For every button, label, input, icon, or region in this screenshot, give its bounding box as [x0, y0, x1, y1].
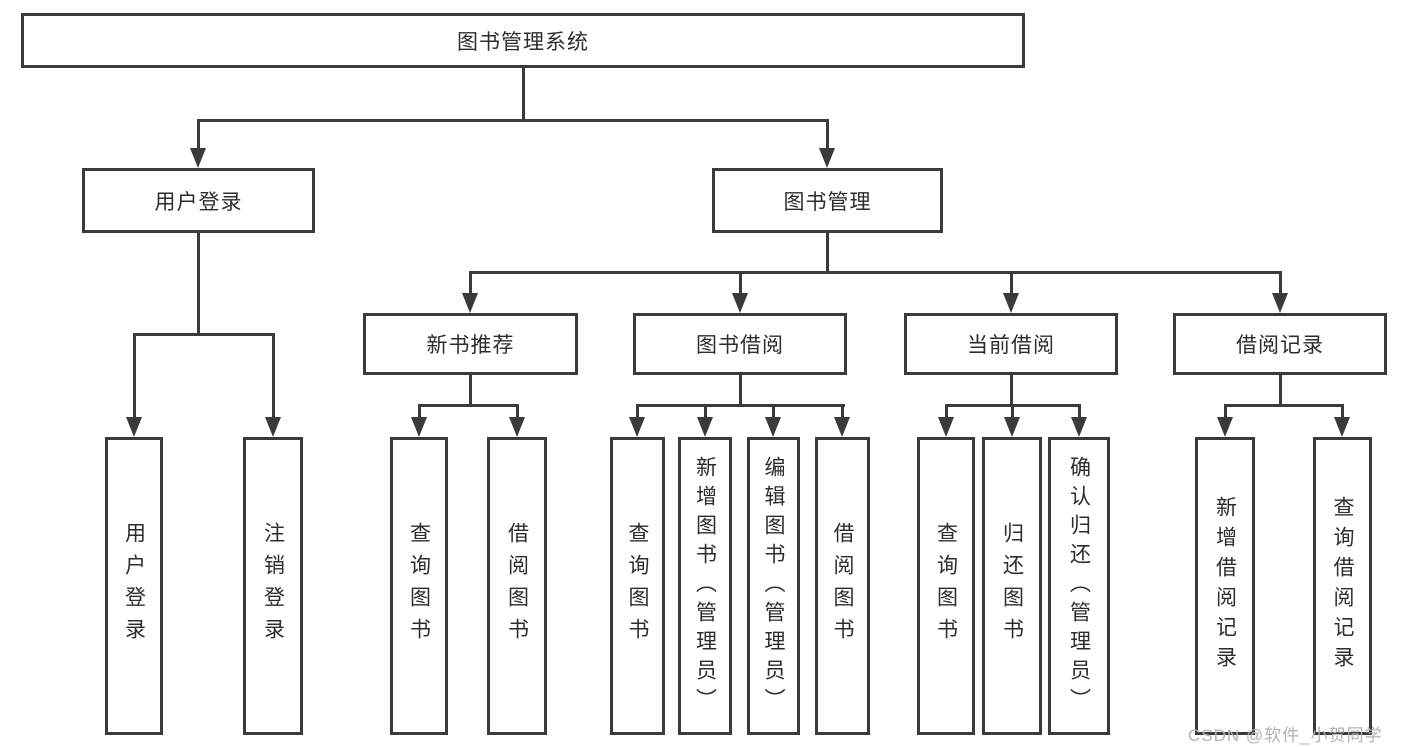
node-book-borrow: 图书借阅: [633, 313, 847, 375]
arrow-down-icon: [462, 293, 478, 313]
leaf-label: 查询借阅记录: [1331, 496, 1354, 676]
arrow-down-icon: [819, 148, 835, 168]
arrow-down-icon: [732, 293, 748, 313]
leaf-bor-borrow-books: 借阅图书: [815, 437, 870, 735]
leaf-logout: 注销登录: [243, 437, 303, 735]
node-borrow-records: 借阅记录: [1173, 313, 1387, 375]
connector-line: [1010, 271, 1013, 295]
leaf-label: 新增图书（管理员）: [693, 455, 717, 717]
connector-line: [636, 404, 639, 419]
connector-line: [1224, 404, 1227, 419]
arrow-down-icon: [126, 417, 142, 437]
leaf-rec-query-books: 查询图书: [390, 437, 448, 735]
connector-line: [739, 271, 742, 295]
leaf-label: 注销登录: [261, 522, 285, 650]
connector-line: [133, 333, 275, 336]
node-root: 图书管理系统: [21, 13, 1025, 68]
leaf-label: 借阅图书: [505, 522, 529, 650]
leaf-label: 查询图书: [407, 522, 431, 650]
leaf-label: 新增借阅记录: [1213, 496, 1237, 676]
leaf-bor-add-books: 新增图书（管理员）: [678, 437, 732, 735]
connector-line: [418, 404, 519, 407]
connector-line: [841, 404, 844, 419]
arrow-down-icon: [1334, 417, 1350, 437]
arrow-down-icon: [509, 417, 525, 437]
connector-line: [1010, 375, 1013, 406]
connector-line: [772, 404, 775, 419]
arrow-down-icon: [765, 417, 781, 437]
connector-line: [522, 68, 525, 121]
connector-line: [1341, 404, 1344, 419]
leaf-cur-query-books: 查询图书: [917, 437, 975, 735]
connector-line: [1279, 375, 1282, 406]
arrow-down-icon: [411, 417, 427, 437]
connector-line: [1011, 404, 1014, 419]
leaf-label: 用户登录: [122, 522, 146, 650]
connector-line: [197, 233, 200, 335]
leaf-cur-return-books: 归还图书: [982, 437, 1042, 735]
connector-line: [197, 119, 829, 122]
arrow-down-icon: [1003, 293, 1019, 313]
connector-line: [636, 404, 845, 407]
leaf-label: 确认归还（管理员）: [1067, 455, 1091, 717]
connector-line: [516, 404, 519, 419]
connector-line: [826, 233, 829, 273]
connector-line: [739, 375, 742, 406]
arrow-down-icon: [1071, 417, 1087, 437]
arrow-down-icon: [1272, 293, 1288, 313]
arrow-down-icon: [938, 417, 954, 437]
connector-line: [469, 271, 1282, 274]
leaf-add-borrow-record: 新增借阅记录: [1195, 437, 1255, 735]
connector-line: [469, 271, 472, 295]
arrow-down-icon: [190, 148, 206, 168]
connector-line: [197, 119, 200, 150]
leaf-user-login: 用户登录: [105, 437, 163, 735]
arrow-down-icon: [834, 417, 850, 437]
connector-line: [1078, 404, 1081, 419]
leaf-label: 编辑图书（管理员）: [762, 455, 785, 717]
node-current-borrow: 当前借阅: [904, 313, 1118, 375]
arrow-down-icon: [265, 417, 281, 437]
connector-line: [704, 404, 707, 419]
csdn-watermark: CSDN @软件_小贺同学: [1188, 726, 1383, 745]
connector-line: [272, 333, 275, 419]
leaf-rec-borrow-books: 借阅图书: [487, 437, 547, 735]
node-new-book-recommend: 新书推荐: [363, 313, 578, 375]
node-book-management: 图书管理: [712, 168, 943, 233]
leaf-label: 借阅图书: [831, 522, 854, 650]
arrow-down-icon: [1217, 417, 1233, 437]
connector-line: [1224, 404, 1344, 407]
connector-line: [1279, 271, 1282, 295]
leaf-label: 查询图书: [626, 522, 649, 650]
connector-line: [945, 404, 948, 419]
connector-line: [133, 333, 136, 419]
connector-line: [469, 375, 472, 406]
arrow-down-icon: [1004, 417, 1020, 437]
leaf-bor-query-books: 查询图书: [610, 437, 665, 735]
leaf-bor-edit-books: 编辑图书（管理员）: [747, 437, 800, 735]
leaf-label: 归还图书: [1000, 522, 1024, 650]
leaf-query-borrow-record: 查询借阅记录: [1313, 437, 1372, 735]
connector-line: [418, 404, 421, 419]
leaf-label: 查询图书: [934, 522, 958, 650]
arrow-down-icon: [629, 417, 645, 437]
connector-line: [826, 119, 829, 150]
leaf-cur-confirm-return: 确认归还（管理员）: [1048, 437, 1110, 735]
arrow-down-icon: [697, 417, 713, 437]
node-user-login: 用户登录: [82, 168, 315, 233]
